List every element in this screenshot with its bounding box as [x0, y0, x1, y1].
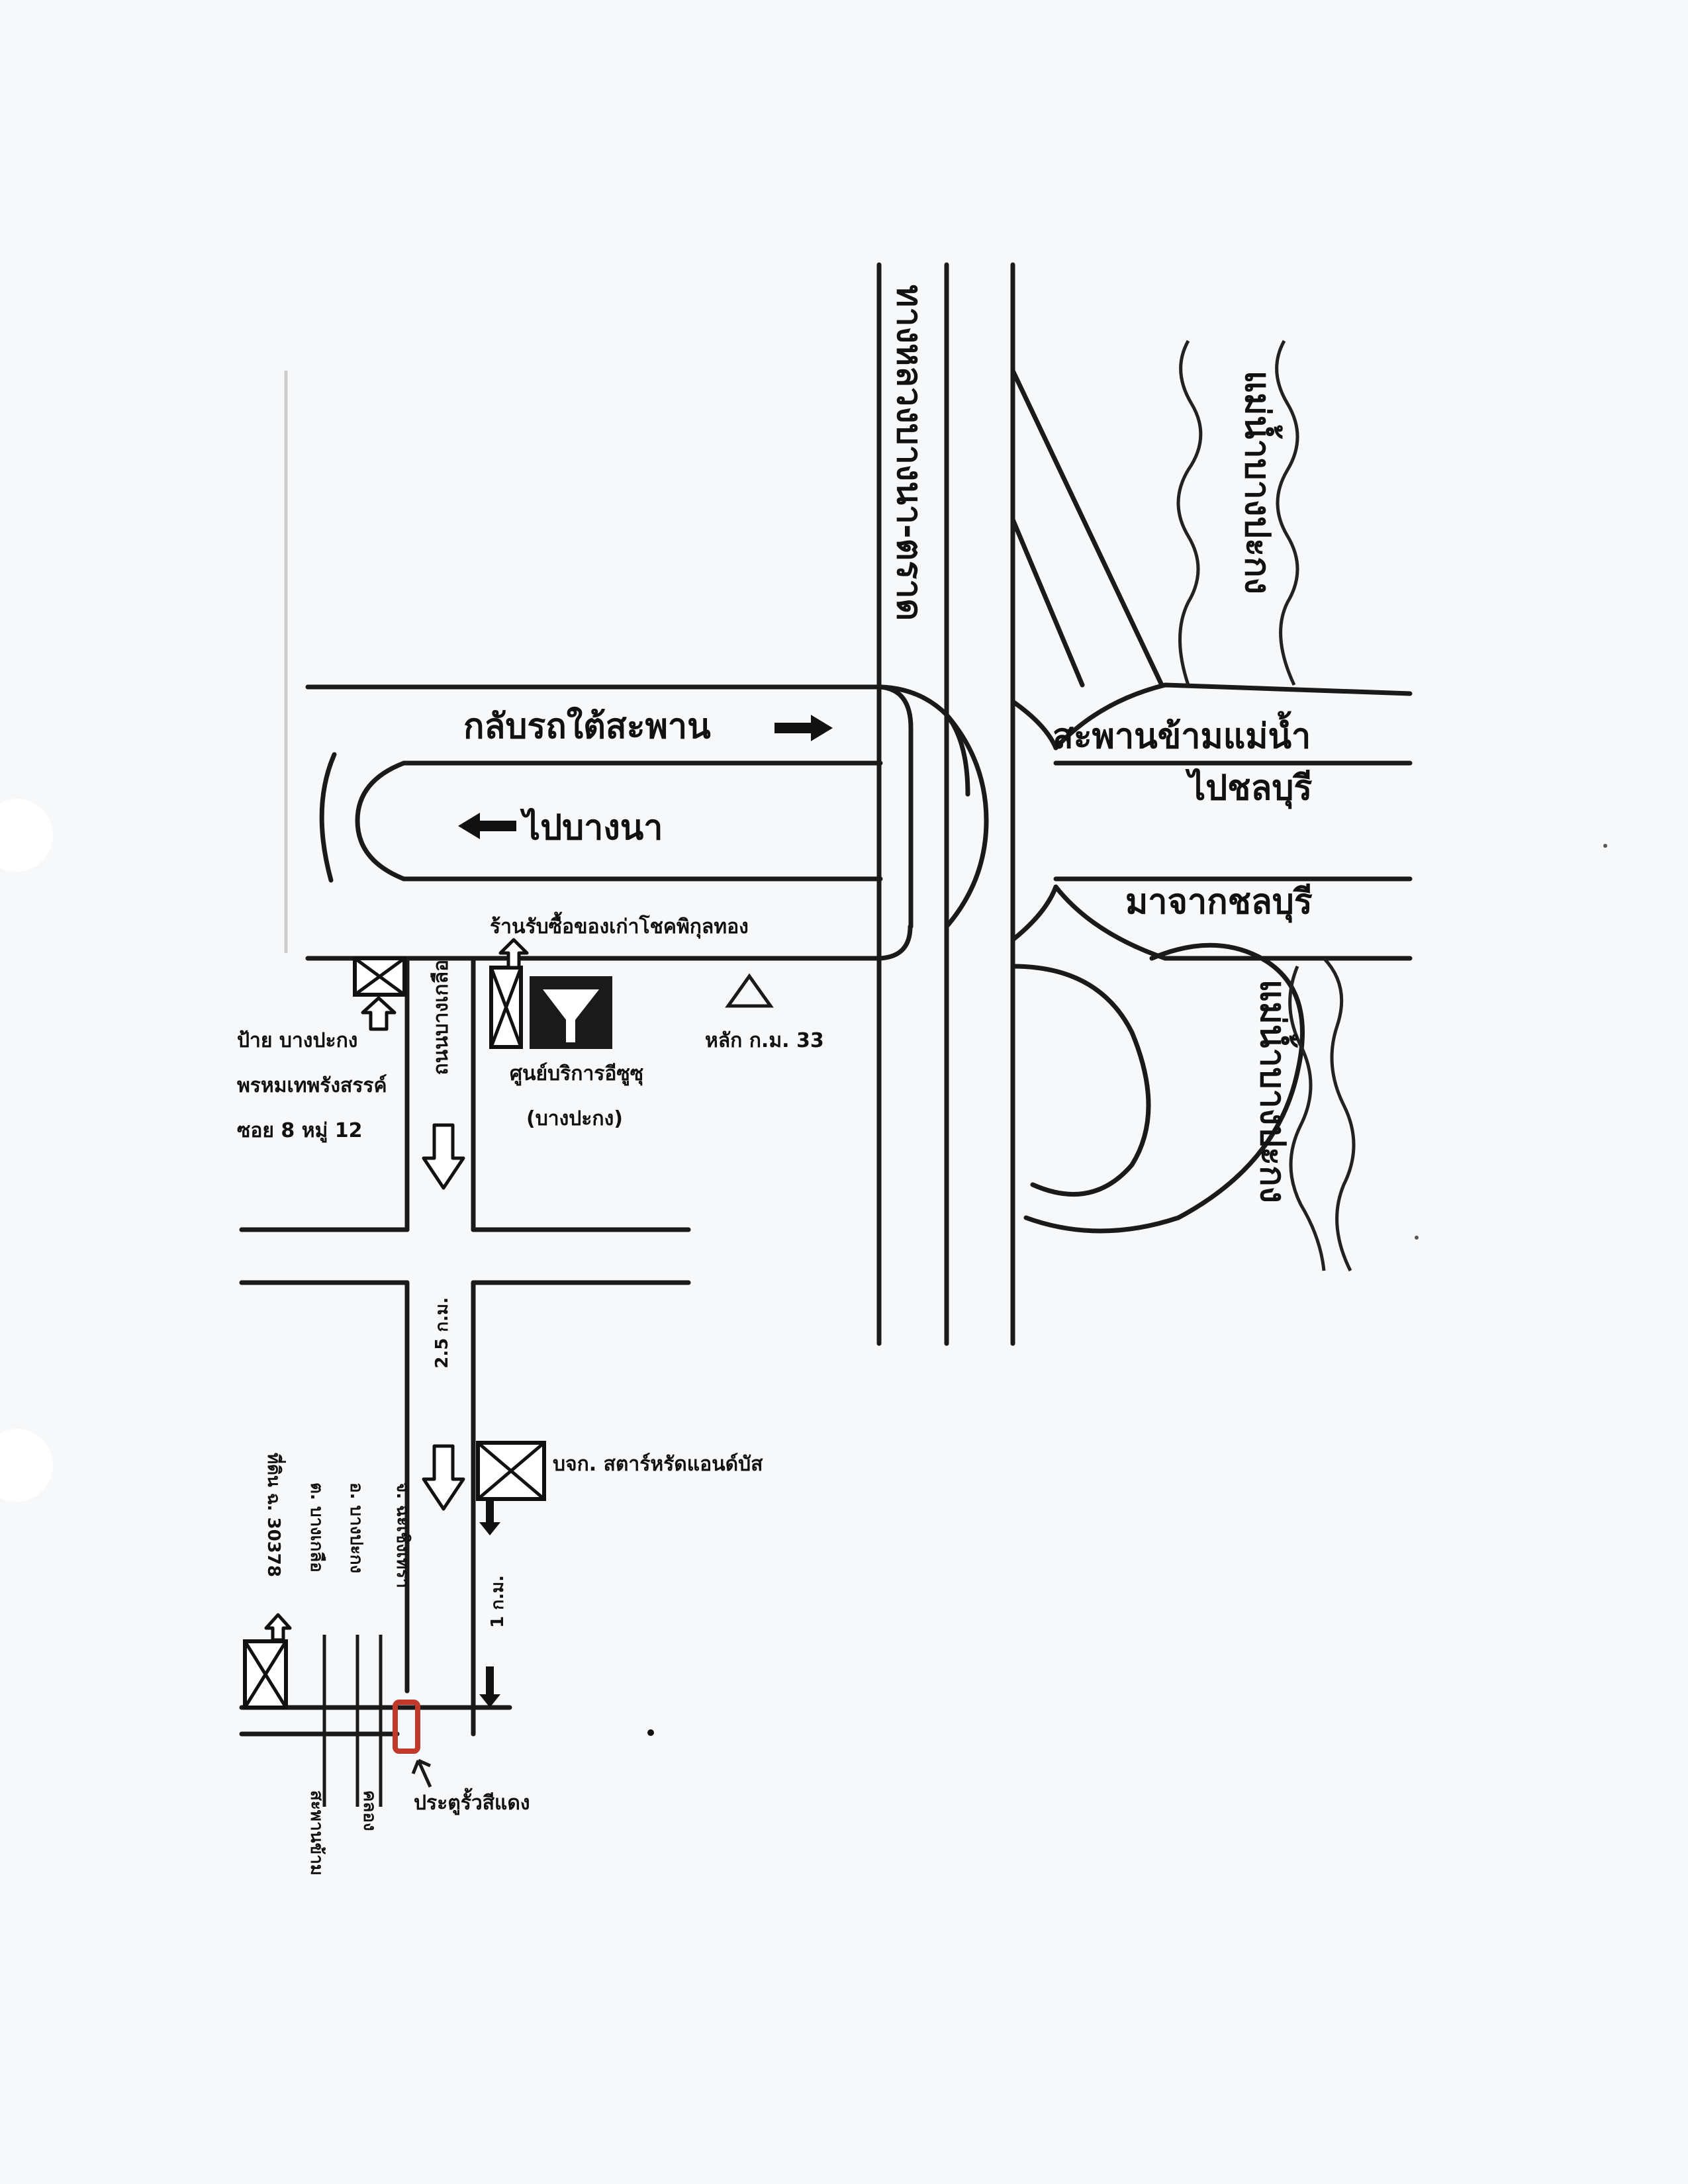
crossed-box-icon — [243, 1639, 288, 1709]
crossed-box-icon — [353, 956, 406, 997]
road-horizontal — [305, 682, 1413, 1234]
arrow-left-icon — [458, 813, 516, 839]
hollow-arrow-icon — [422, 1123, 465, 1190]
distance-label-2: 1 ก.ม. — [488, 1575, 508, 1628]
u-turn-label: กลับรถใต้สะพาน — [463, 706, 711, 747]
amphoe-label: อ. บางปะกง — [346, 1482, 366, 1573]
km-marker-label: หลัก ก.ม. 33 — [705, 1029, 824, 1052]
red-gate-label: ประตูรั้วสีแดง — [414, 1788, 530, 1815]
hollow-arrow-icon — [422, 1444, 465, 1511]
canal-label: คลอง — [359, 1790, 379, 1831]
hollow-arrow-icon — [361, 996, 397, 1031]
highway-main — [876, 262, 1164, 1346]
punch-hole-top — [0, 799, 53, 872]
isuzu-logo-icon — [530, 976, 612, 1049]
red-gate-icon — [393, 1700, 420, 1754]
river-top-left-bank — [1176, 340, 1203, 686]
hollow-arrow-icon — [264, 1613, 292, 1642]
sign-label-line3: ซอย 8 หมู่ 12 — [237, 1119, 362, 1143]
arrow-right-icon — [774, 715, 833, 741]
hollow-arrow-icon — [498, 938, 529, 970]
triangle-icon — [725, 973, 774, 1008]
tambon-label: ต. บางเกลือ — [306, 1482, 326, 1572]
road-local — [239, 956, 691, 1807]
river-bottom-left-bank — [1288, 966, 1326, 1271]
bridge-canal-label: สะพานข้าม — [306, 1790, 326, 1876]
service-center-label: ศูนย์บริการอีซูซุ — [510, 1062, 643, 1086]
gate-pointer-arrow — [411, 1758, 432, 1788]
changwat-label: จ. ฉะเชิงเทรา — [393, 1482, 412, 1588]
service-center-branch-label: (บางปะกง) — [526, 1107, 623, 1130]
sign-label-line1: ป้าย บางปะกง — [237, 1029, 357, 1052]
punch-hole-bottom — [0, 1429, 53, 1502]
river-bottom-right-bank — [1323, 957, 1356, 1272]
from-chonburi-label: มาจากชลบุรี — [1125, 882, 1313, 923]
speck — [1415, 1236, 1419, 1240]
river-top-label: แม่น้ำบางปะกง — [1237, 371, 1283, 594]
star-company-label: บจก. สตาร์หรัดแอนด์บัส — [553, 1453, 763, 1476]
crossed-box-icon — [476, 1441, 546, 1501]
crossed-box-icon — [489, 966, 523, 1049]
arrow-down-icon — [479, 1666, 500, 1707]
road-bangkluea-label: ถนนบางเกลือ — [430, 960, 453, 1075]
highway-label: ทางหลวงบางนา-ตราด — [889, 285, 929, 621]
arrow-down-icon — [479, 1501, 500, 1535]
to-bangna-label: ไปบางนา — [520, 807, 663, 848]
bridge-label: สะพานข้ามแม่น้ำ — [1053, 711, 1311, 756]
speck — [1603, 844, 1607, 848]
speck — [647, 1729, 654, 1736]
distance-label-1: 2.5 ก.ม. — [432, 1297, 452, 1369]
river-top-right-bank — [1275, 340, 1299, 686]
river-bottom-label: แม่น้ำบางปะกง — [1252, 979, 1298, 1203]
deed-number-label: ที่ดิน ฉ. 30378 — [263, 1453, 287, 1577]
sign-label-line2: พรหมเทพรังสรรค์ — [237, 1074, 387, 1097]
to-chonburi-label: ไปชลบุรี — [1185, 768, 1312, 809]
antique-shop-label: ร้านรับซื้อของเก่าโชคพิกุลทอง — [490, 911, 749, 939]
